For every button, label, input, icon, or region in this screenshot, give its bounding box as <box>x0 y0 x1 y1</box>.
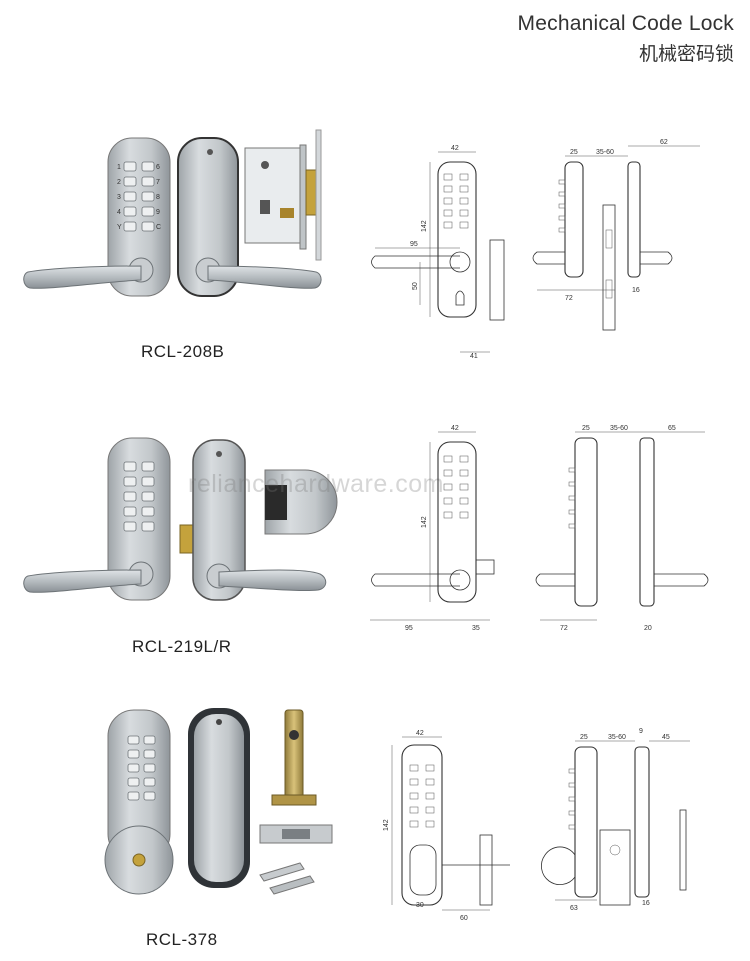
model-label-rcl-219lr: RCL-219L/R <box>132 637 232 656</box>
dim-side-b-2: 35-60 <box>610 425 628 432</box>
dim-handle-front-2: 95 <box>405 625 413 632</box>
dim-bottom-front: 41 <box>470 353 478 360</box>
product-photo-rcl-208b: 1 6 2 7 3 8 4 9 Y C <box>23 129 322 297</box>
dim-side-a: 25 <box>570 149 578 156</box>
dim-side-a-2: 25 <box>582 425 590 432</box>
dim-offset-front: 50 <box>412 282 419 290</box>
product-photo-rcl-378 <box>104 708 333 895</box>
dim-side-d-3: 45 <box>662 734 670 741</box>
technical-drawing-rcl-208b: 42 142 95 50 41 25 35-60 62 72 16 <box>371 139 700 360</box>
key-1: 1 <box>117 164 121 171</box>
key-8: 8 <box>156 194 160 201</box>
key-2: 2 <box>117 179 121 186</box>
key-7: 7 <box>156 179 160 186</box>
dim-side-b-3: 35-60 <box>608 734 626 741</box>
technical-drawing-rcl-378: 42 142 30 60 25 35-60 9 45 63 16 <box>383 728 690 922</box>
dim-height-front-3: 142 <box>383 819 390 831</box>
key-9: 9 <box>156 209 160 216</box>
dim-side-f-3: 16 <box>642 900 650 907</box>
dim-height-front: 142 <box>421 220 428 232</box>
dim-side-a-3: 25 <box>580 734 588 741</box>
key-c: C <box>156 224 161 231</box>
dim-side-d: 72 <box>565 295 573 302</box>
header: Mechanical Code Lock 机械密码锁 <box>518 12 734 66</box>
page-title-chinese: 机械密码锁 <box>638 43 734 65</box>
dim-handle-front: 95 <box>410 241 418 248</box>
model-label-rcl-378: RCL-378 <box>146 930 218 949</box>
watermark: reliancehardware.com <box>188 470 444 498</box>
dim-width-front-2: 42 <box>451 425 459 432</box>
page-title: Mechanical Code Lock <box>517 12 734 35</box>
dim-width-front: 42 <box>451 145 459 152</box>
keypad-buttons <box>123 161 155 232</box>
dim-height-front-2: 142 <box>421 516 428 528</box>
key-4: 4 <box>117 209 121 216</box>
model-label-rcl-208b: RCL-208B <box>141 342 225 361</box>
dim-side-c: 62 <box>660 139 668 146</box>
key-6: 6 <box>156 164 160 171</box>
dim-side-d-2: 72 <box>560 625 568 632</box>
technical-drawing-rcl-219lr: 42 142 95 35 25 35-60 65 72 20 <box>370 425 709 632</box>
key-y: Y <box>117 224 122 231</box>
key-3: 3 <box>117 194 121 201</box>
dim-side-e-2: 20 <box>644 625 652 632</box>
dim-knob-front-3: 30 <box>416 902 424 909</box>
dim-side-e: 16 <box>632 287 640 294</box>
dim-bottom-front-3: 60 <box>460 915 468 922</box>
dim-side-c-3: 9 <box>639 728 643 735</box>
dim-bottom-front-2: 35 <box>472 625 480 632</box>
dim-side-e-3: 63 <box>570 905 578 912</box>
product-photo-rcl-219lr <box>23 437 338 601</box>
dim-side-c-2: 65 <box>668 425 676 432</box>
dim-side-b: 35-60 <box>596 149 614 156</box>
dim-width-front-3: 42 <box>416 730 424 737</box>
